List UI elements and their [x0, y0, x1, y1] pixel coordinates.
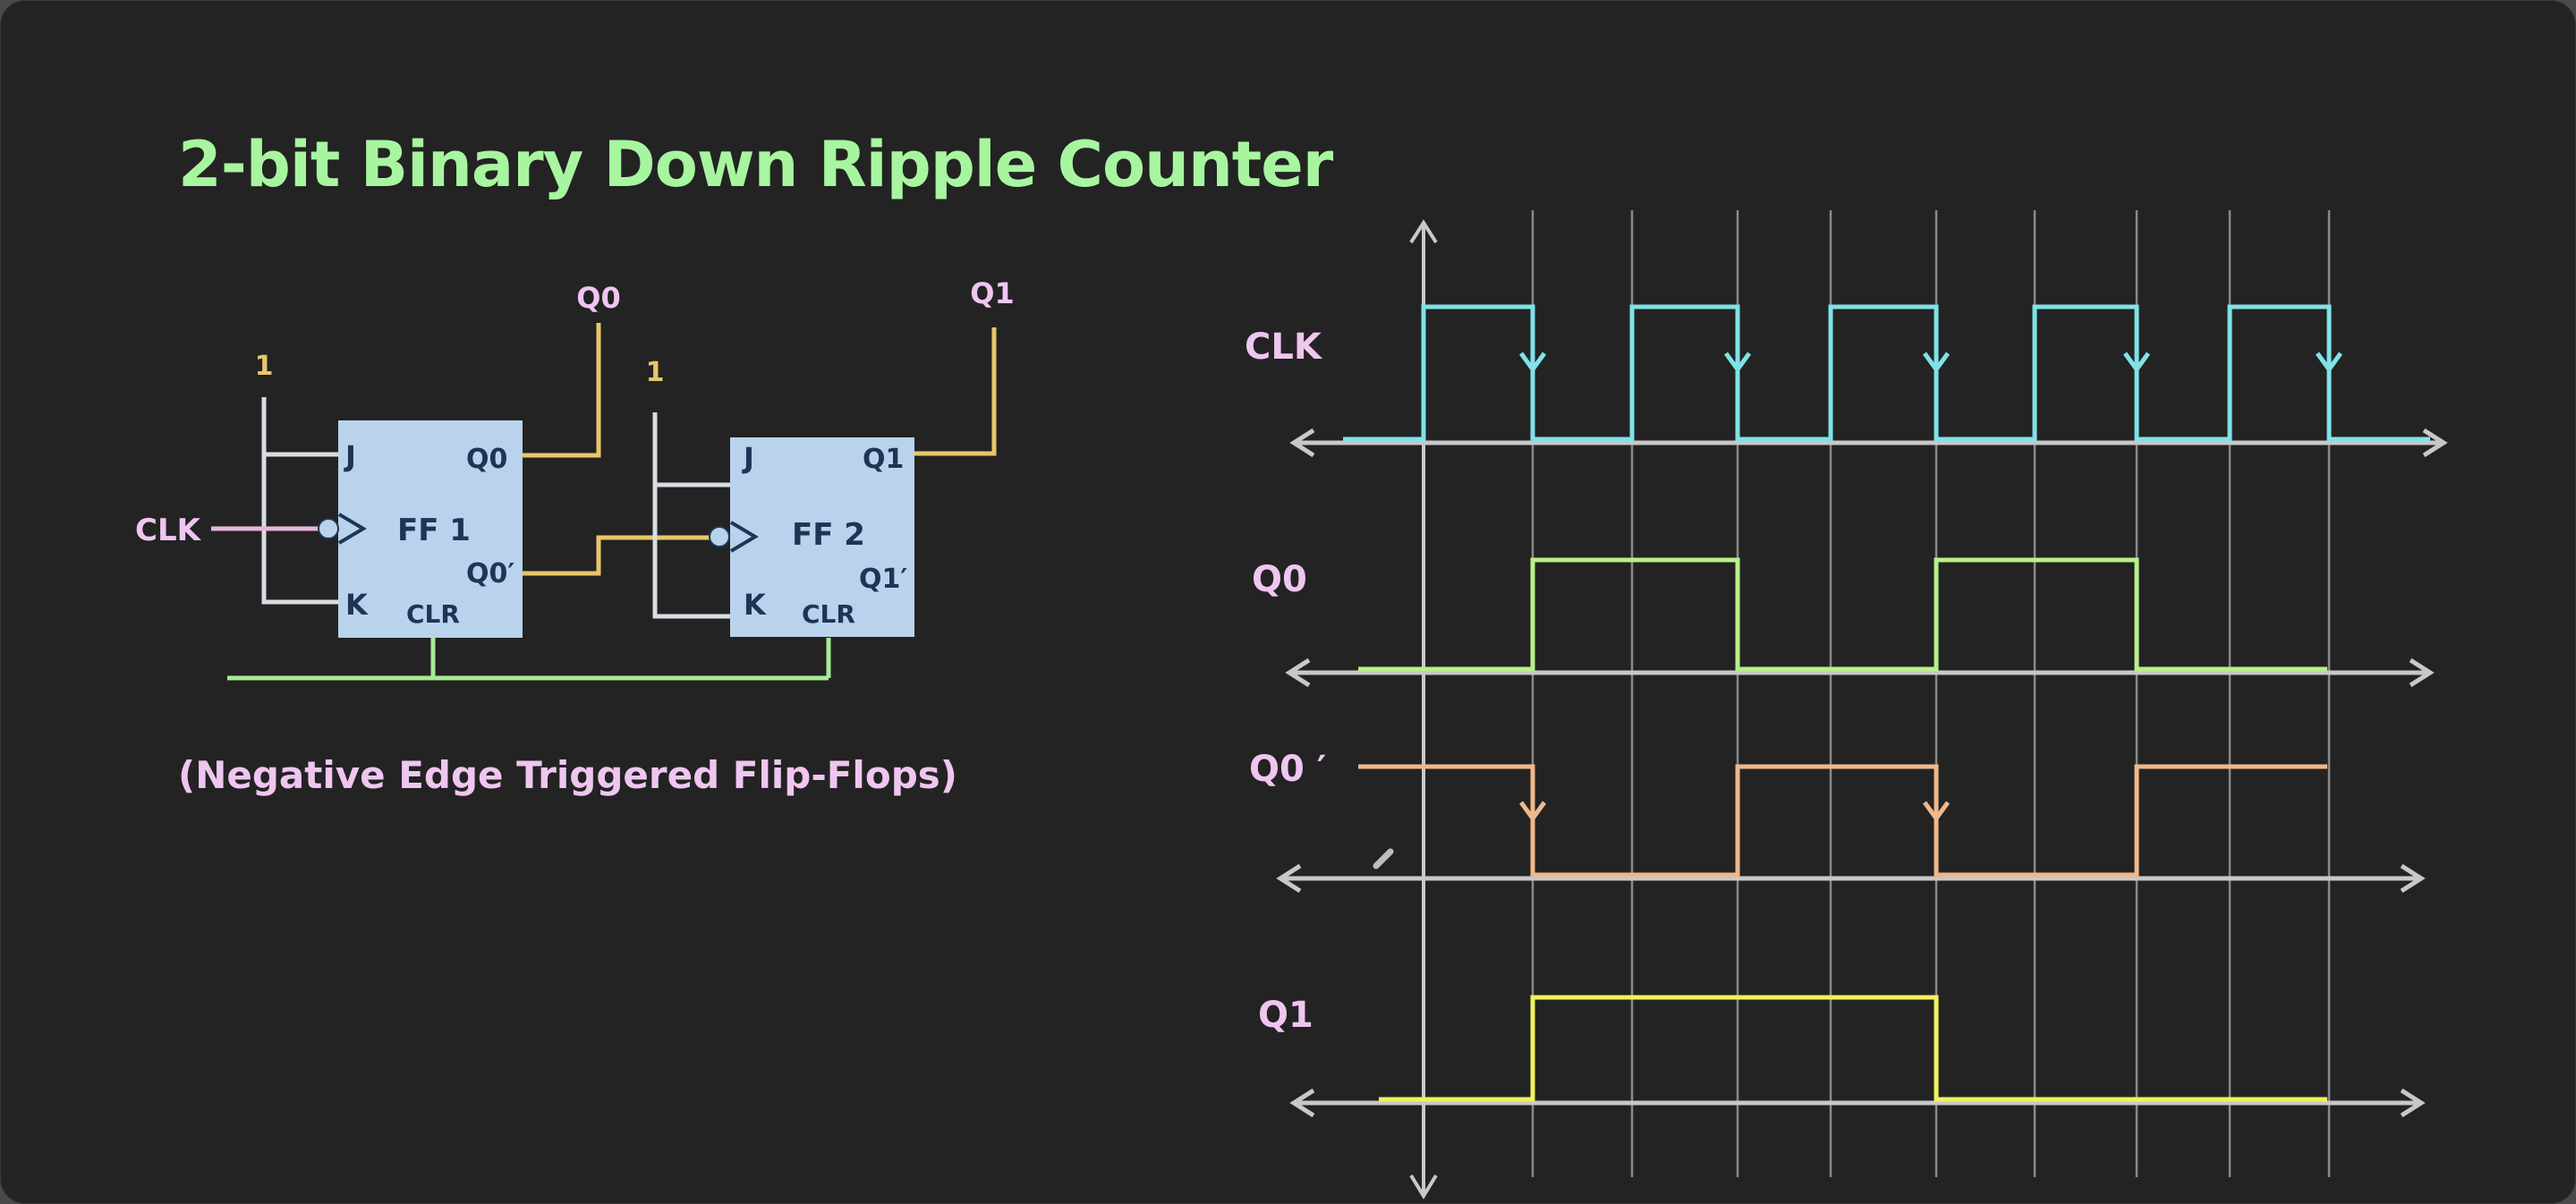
arrow-left-icon: [1289, 428, 1315, 458]
signal-axis-0: [1289, 428, 2448, 458]
clock-triangle-icon: [337, 513, 367, 545]
caption: (Negative Edge Triggered Flip-Flops): [178, 753, 957, 797]
ff1-q-pin: Q0: [466, 444, 507, 475]
negative-edge-bubble-icon: [709, 526, 730, 547]
clock-edge-gridlines: [1531, 210, 2331, 1177]
q1-output-label: Q1: [970, 276, 1014, 310]
signal-label-q0-bar: Q0 ′: [1249, 749, 1326, 790]
falling-edge-arrow-icon: [2315, 352, 2343, 374]
falling-edge-arrow-icon: [1723, 352, 1752, 374]
signal-label-q0: Q0: [1252, 559, 1307, 600]
ff1-tie-high-label: 1: [255, 351, 274, 382]
signal-axis-3: [1289, 1088, 2426, 1118]
falling-edge-arrow-icon: [1922, 352, 1951, 374]
ff1-clr-pin: CLR: [406, 599, 460, 629]
waveform-q1: [1379, 995, 2327, 1102]
clr-bus: [227, 638, 831, 681]
ff1-j-pin: J: [344, 439, 356, 473]
signal-label-q1: Q1: [1258, 995, 1314, 1036]
flip-flop-2: J K FF 2 CLR Q1 Q1′: [709, 437, 914, 637]
pencil-cursor-icon: [1373, 848, 1394, 869]
arrow-left-icon: [1285, 657, 1311, 688]
ff2-clr-pin: CLR: [802, 599, 855, 629]
page-title: 2-bit Binary Down Ripple Counter: [178, 128, 1334, 201]
ff2-k-pin: K: [744, 588, 767, 622]
ff1-jk-tie-wire: [261, 397, 338, 605]
ff2-j-pin: J: [742, 441, 754, 475]
ff2-name: FF 2: [792, 517, 865, 553]
arrow-right-icon: [2422, 428, 2448, 458]
q0-output-wire: [523, 323, 601, 458]
timing-diagram: CLK Q0 Q0 ′ Q1: [1245, 210, 2448, 1200]
clk-input-label: CLK: [135, 513, 202, 548]
q1-output-wire: [914, 327, 997, 456]
clock-triangle-icon: [729, 521, 759, 553]
falling-edge-arrow-icon: [1518, 352, 1547, 374]
ff2-qbar-pin: Q1′: [859, 564, 907, 595]
ff1-k-pin: K: [345, 588, 369, 622]
q0bar-to-ff2-clock-wire: [523, 535, 718, 576]
waveform-q0: [1358, 764, 2327, 878]
waveform-q0: [1358, 557, 2327, 672]
ff1-name: FF 1: [397, 513, 471, 548]
ff1-qbar-pin: Q0′: [466, 558, 514, 589]
falling-edge-arrow-icon: [2122, 352, 2151, 374]
signal-label-clk: CLK: [1245, 326, 1323, 368]
arrow-up-icon: [1409, 219, 1438, 244]
q0-output-label: Q0: [576, 281, 620, 315]
waveform-clk: [1343, 304, 2430, 442]
signal-axis-1: [1285, 657, 2435, 688]
ff2-jk-tie-wire: [652, 412, 730, 619]
signal-axis-2: [1276, 863, 2426, 894]
arrow-left-icon: [1276, 863, 1302, 894]
falling-edge-arrow-icon: [1518, 801, 1547, 823]
arrow-right-icon: [2409, 657, 2435, 688]
flip-flop-1: J K FF 1 CLR Q0 Q0′: [318, 420, 523, 638]
arrow-right-icon: [2400, 863, 2426, 894]
arrow-right-icon: [2400, 1088, 2426, 1118]
ff2-q-pin: Q1: [863, 444, 904, 475]
ff2-tie-high-label: 1: [646, 357, 665, 388]
arrow-down-icon: [1409, 1174, 1438, 1200]
falling-edge-arrow-icon: [1922, 801, 1951, 823]
arrow-left-icon: [1289, 1088, 1315, 1118]
circuit-diagram: 1 CLK J K FF 1 CLR Q0 Q0′ Q0 1: [135, 276, 1015, 681]
negative-edge-bubble-icon: [318, 518, 339, 539]
